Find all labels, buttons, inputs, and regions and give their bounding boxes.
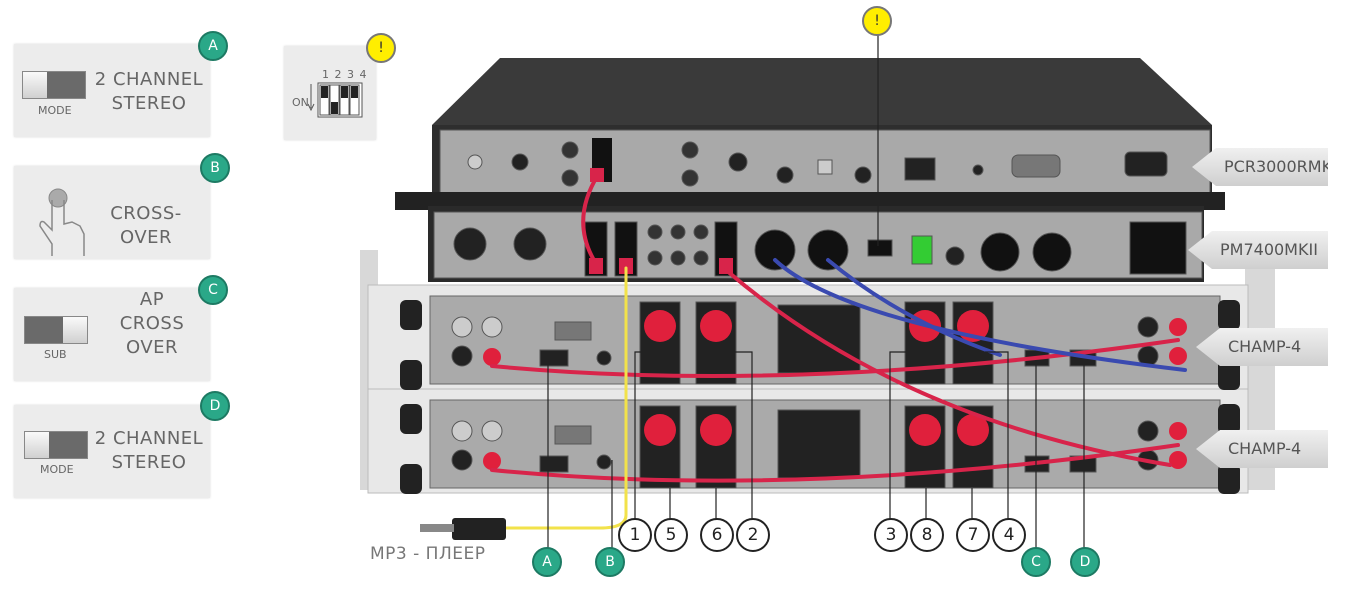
badge-d: D — [200, 391, 230, 421]
bottom-badge-d: D — [1070, 547, 1100, 577]
device-tag-champ-4-bottom: CHAMP-4 — [1196, 430, 1328, 468]
badge-c: C — [198, 275, 228, 305]
device-tag-pcr3000rmkii: PCR3000RMKII — [1192, 148, 1328, 186]
panel-b: CROSS-OVER — [14, 166, 210, 259]
mode-switch — [22, 71, 86, 99]
panel-c-line1: AP — [139, 289, 165, 310]
mode-label-d: MODE — [40, 463, 74, 476]
dip-warning-badge: ! — [366, 33, 396, 63]
terminal-number-7: 7 — [956, 518, 990, 552]
terminal-number-5: 5 — [654, 518, 688, 552]
mode-label: MODE — [38, 104, 72, 117]
panel-d-line2: STEREO — [111, 452, 187, 473]
badge-b: B — [200, 153, 230, 183]
panel-c: SUB AP CROSS OVER — [14, 288, 210, 381]
panel-a-line2: STEREO — [111, 93, 187, 114]
device-tag-pm7400mkii: PM7400MKII — [1188, 231, 1328, 269]
terminal-number-2: 2 — [736, 518, 770, 552]
panel-d: MODE 2 CHANNEL STEREO — [14, 405, 210, 498]
dip-numbers: 1 2 3 4 — [322, 68, 368, 81]
device-tag-champ-4-top: CHAMP-4 — [1196, 328, 1328, 366]
terminal-number-3: 3 — [874, 518, 908, 552]
bottom-badge-c: C — [1021, 547, 1051, 577]
badge-a: A — [198, 31, 228, 61]
sub-switch — [24, 316, 88, 344]
panel-c-line3: OVER — [125, 337, 179, 358]
sub-label: SUB — [44, 348, 67, 361]
terminal-number-8: 8 — [910, 518, 944, 552]
terminal-number-4: 4 — [992, 518, 1026, 552]
panel-a: MODE 2 CHANNEL STEREO — [14, 44, 210, 137]
dip-on-label: ON — [292, 96, 309, 109]
top-warning-badge: ! — [862, 6, 892, 36]
bottom-badge-b: B — [595, 547, 625, 577]
terminal-number-6: 6 — [700, 518, 734, 552]
terminal-number-1: 1 — [618, 518, 652, 552]
bottom-badge-a: A — [532, 547, 562, 577]
panel-c-line2: CROSS — [119, 313, 185, 334]
dip-panel: 1 2 3 4 ON — [284, 46, 376, 140]
panel-d-line1: 2 CHANNEL — [94, 428, 204, 449]
mode-switch-d — [24, 431, 88, 459]
panel-a-line1: 2 CHANNEL — [94, 69, 204, 90]
finger-press-icon — [39, 188, 85, 256]
dip-switch-icon — [308, 82, 363, 118]
mp3-player-label: MP3 - ПЛЕЕР — [370, 544, 486, 564]
panel-b-line1: CROSS-OVER — [110, 203, 182, 248]
